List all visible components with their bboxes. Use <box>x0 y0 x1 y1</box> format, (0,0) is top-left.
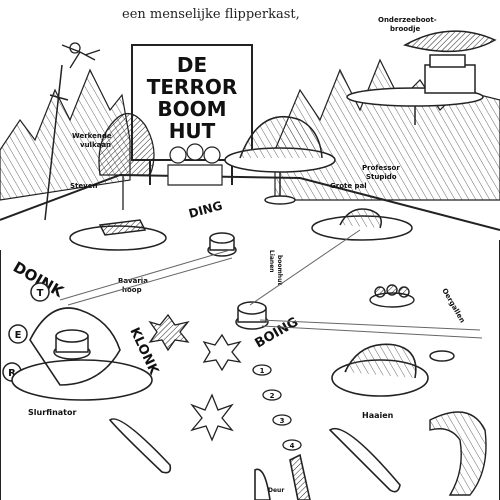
floating-platform <box>346 54 484 125</box>
sound-ding: DING <box>187 198 224 220</box>
fruit-bowl <box>369 284 415 308</box>
lane-letter-e: E <box>15 330 22 341</box>
falling-figure <box>61 42 101 69</box>
haaien-platform <box>331 343 429 397</box>
sign-line-4: HUT <box>169 119 216 143</box>
sign-line-2: TERROR <box>147 75 238 99</box>
flipper-lanes <box>108 418 401 500</box>
number-target-2: 2 <box>270 392 275 400</box>
burst-stars <box>148 313 242 442</box>
trajectory-lines <box>59 229 483 339</box>
label-steven: Steven <box>70 182 97 190</box>
mountains-left <box>0 68 131 201</box>
lane-letter-t: T <box>37 288 44 299</box>
label-stupido: Stupido <box>366 173 397 181</box>
label-werkende: Werkende <box>72 132 112 140</box>
volcano-tree <box>98 113 155 210</box>
kids <box>167 143 223 186</box>
pole <box>44 64 69 221</box>
label-onderzeeboot: Onderzeeboot- <box>378 16 437 24</box>
sign-line-3: BOOM <box>157 97 226 121</box>
label-hoop: hoop <box>122 286 142 294</box>
number-target-1: 1 <box>260 367 265 375</box>
slurfinator-platform <box>11 307 153 401</box>
label-haaien: Haaien <box>362 411 394 420</box>
label-grote-pal: Grote pal <box>330 182 367 190</box>
label-bavarie: Bavaria <box>118 277 148 285</box>
label-slurfinator: Slurfinator <box>28 408 76 417</box>
label-deur: Deur <box>268 487 284 494</box>
label-professor: Professor <box>362 164 400 172</box>
lane-letter-r: R <box>8 368 16 379</box>
sign-line-1: DE <box>177 53 207 77</box>
label-oergallen: Oergallen <box>440 287 466 324</box>
label-vulkaan: vulkaan <box>80 141 111 149</box>
number-targets: 1 2 3 4 <box>252 364 302 451</box>
label-boomhut: boomhut <box>276 255 283 285</box>
bumpers <box>53 232 455 362</box>
right-tube <box>429 411 487 496</box>
central-dome <box>224 115 336 205</box>
caption-text: een menselijke flipperkast, <box>122 7 300 22</box>
right-platform <box>311 208 413 241</box>
number-target-3: 3 <box>280 417 285 425</box>
label-lianen: Lianen <box>268 250 275 273</box>
number-target-4: 4 <box>290 442 295 450</box>
label-broodje: broodje <box>390 25 420 33</box>
left-platform <box>69 219 167 251</box>
